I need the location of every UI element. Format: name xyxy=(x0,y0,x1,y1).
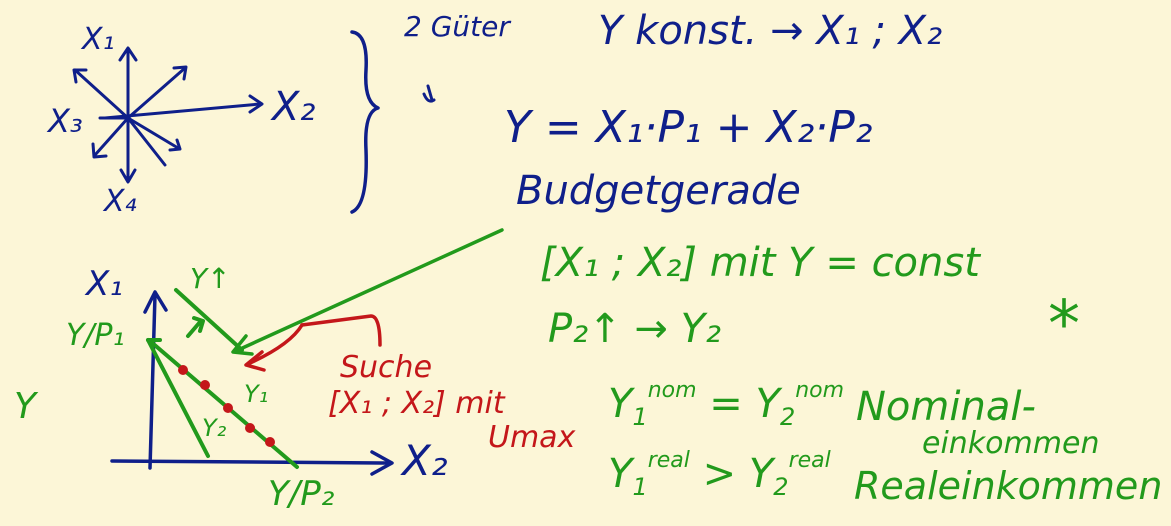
graph-axes xyxy=(110,290,394,476)
side-y-label: Y xyxy=(14,386,36,427)
budget-label: Budgetgerade xyxy=(516,168,801,214)
nominal-equality: Y1nom = Y2nom xyxy=(608,378,845,432)
budget-line-shift xyxy=(174,288,244,352)
real-inequality: Y1real > Y2real xyxy=(608,448,831,502)
y-intercept-label: Y/P₁ xyxy=(66,318,125,353)
shift-arrow xyxy=(186,316,205,338)
nominal-y2: Y xyxy=(755,380,780,427)
real-y1-sub: 1 xyxy=(632,473,648,502)
x-intercept-label: Y/P₂ xyxy=(268,474,335,514)
curly-brace xyxy=(350,30,380,214)
pointer-arrow xyxy=(231,228,504,356)
diagonal-arrow-sw xyxy=(93,116,130,157)
axis-label-x2: X₂ xyxy=(402,436,448,485)
line-label-y2: Y₂ xyxy=(202,414,227,442)
nominal-y1-sub: 1 xyxy=(632,403,648,432)
search-umax: Umax xyxy=(488,420,576,455)
nominal-income-a: Nominal- xyxy=(856,384,1036,430)
real-y2: Y xyxy=(748,450,774,497)
label-x1: X₁ xyxy=(82,22,115,57)
search-arrow xyxy=(244,314,382,372)
set-constant-note: [X₁ ; X₂] mit Y = const xyxy=(540,240,980,286)
nominal-y2-sup: nom xyxy=(795,378,845,403)
red-dots xyxy=(178,365,275,447)
vector-sketch xyxy=(72,46,264,184)
label-x2: X₂ xyxy=(272,84,316,130)
label-x4: X₄ xyxy=(104,184,137,219)
budget-equation: Y = X₁·P₁ + X₂·P₂ xyxy=(504,102,873,153)
star-mark: * xyxy=(1048,288,1080,362)
real-income: Realeinkommen xyxy=(854,464,1163,508)
real-y1-sup: real xyxy=(647,448,690,473)
price-rise-note: P₂↑ → Y₂ xyxy=(548,306,722,352)
budget-line-y1 xyxy=(148,339,299,469)
diagonal-arrow-se xyxy=(126,116,180,150)
nominal-y1: Y xyxy=(608,380,633,427)
nominal-y1-sup: nom xyxy=(647,378,697,403)
implication-arrow xyxy=(422,84,436,103)
line-label-y1: Y₁ xyxy=(244,380,269,408)
search-label: Suche xyxy=(340,350,433,385)
goods-title: 2 Güter xyxy=(404,10,510,43)
label-x3: X₃ xyxy=(48,102,83,140)
search-vars: [X₁ ; X₂] mit xyxy=(328,386,505,421)
income-constant: Y konst. → X₁ ; X₂ xyxy=(598,8,943,54)
real-y2-sub: 2 xyxy=(773,473,789,502)
diagonal-arrow-ne xyxy=(126,66,187,120)
real-y1: Y xyxy=(608,450,633,497)
diagonal-arrow-nw xyxy=(73,68,130,120)
nominal-y2-sub: 2 xyxy=(779,403,796,432)
real-y2-sup: real xyxy=(788,448,831,473)
nominal-income-b: einkommen xyxy=(922,426,1100,461)
shift-label: Y↑ xyxy=(190,262,231,295)
budget-line-y2 xyxy=(146,338,210,458)
axis-label-x1: X₁ xyxy=(86,264,123,304)
